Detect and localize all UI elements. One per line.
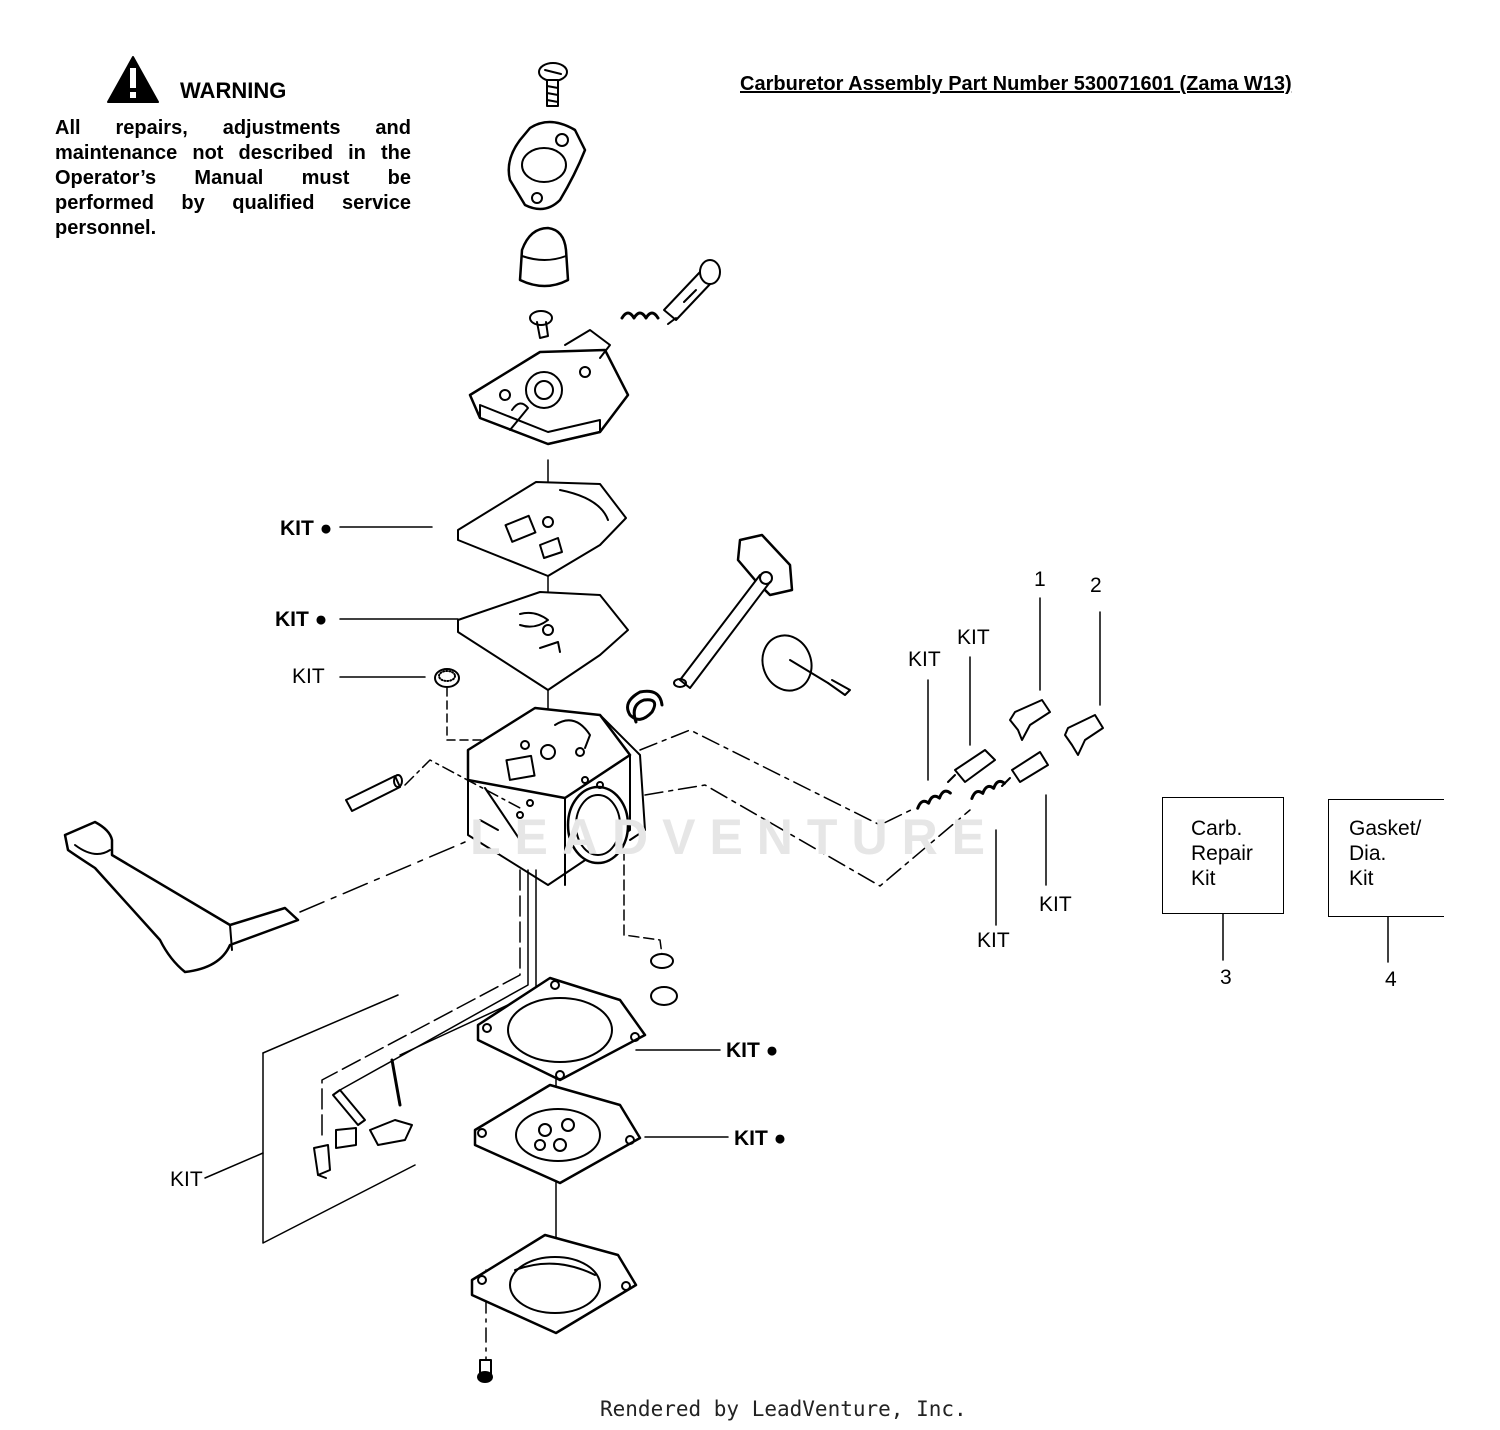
pump-diaphragm — [473, 1083, 642, 1185]
jet-axis-lines — [639, 729, 971, 887]
limiter-caps — [1009, 699, 1104, 756]
warning-title: WARNING — [180, 78, 287, 103]
choke-lever — [63, 820, 466, 974]
lower-jet-lines — [204, 849, 663, 1244]
fuel-screens — [650, 953, 678, 1006]
callout-3[interactable]: 3 — [1220, 966, 1232, 989]
kit-label-lower-jets[interactable]: KIT — [170, 1168, 203, 1191]
warning-triangle-icon — [107, 56, 159, 103]
metering-diaphragm — [457, 591, 629, 691]
gasket-kit-line-1: Gasket/ — [1349, 817, 1422, 840]
return-spring — [626, 689, 664, 724]
footer-credit: Rendered by LeadVenture, Inc. — [600, 1397, 967, 1421]
callout-2[interactable]: 2 — [1090, 574, 1102, 597]
carb-repair-kit-line-1: Carb. — [1191, 817, 1243, 840]
gasket-kit-line-2: Dia. — [1349, 842, 1387, 865]
watermark: LEADVENTURE — [470, 809, 1000, 865]
gasket-kit-line-3: Kit — [1349, 867, 1374, 890]
warning-text: All repairs, adjustments and maintenance… — [55, 117, 411, 239]
carburetor-body — [466, 706, 646, 886]
kit-label-needle-c[interactable]: KIT — [1039, 893, 1072, 916]
primer-flange — [507, 120, 587, 211]
gasket-dia-kit-box[interactable]: Gasket/ Dia. Kit — [1328, 799, 1444, 917]
carb-repair-kit-line-3: Kit — [1191, 867, 1216, 890]
carb-repair-kit-line-2: Repair — [1191, 842, 1253, 865]
callout-leaders — [927, 597, 1389, 963]
lower-jets — [313, 1058, 413, 1179]
kit-label-needle-d[interactable]: KIT — [977, 929, 1010, 952]
kit-label-needle-b[interactable]: KIT — [957, 626, 990, 649]
throttle-pin — [345, 759, 521, 812]
idle-adjust-screw — [620, 259, 721, 325]
callout-4[interactable]: 4 — [1385, 968, 1397, 991]
kit-label-metering-diaphragm[interactable]: KIT ● — [275, 608, 328, 631]
high-speed-needle — [916, 749, 1049, 810]
metering-cover — [468, 329, 630, 446]
top-screw — [538, 62, 568, 107]
primer-bulb — [518, 226, 570, 288]
cover-screw — [529, 310, 553, 339]
kit-label-metering-gasket[interactable]: KIT ● — [280, 517, 333, 540]
kit-label-inlet-screen[interactable]: KIT — [292, 665, 325, 688]
kit-label-pump-diaphragm[interactable]: KIT ● — [734, 1127, 787, 1150]
kit-label-pump-gasket[interactable]: KIT ● — [726, 1039, 779, 1062]
kit-label-needle-a[interactable]: KIT — [908, 648, 941, 671]
carb-repair-kit-box[interactable]: Carb. Repair Kit — [1162, 797, 1284, 914]
diagram-title: Carburetor Assembly Part Number 53007160… — [740, 73, 1292, 95]
callout-1[interactable]: 1 — [1034, 568, 1046, 591]
throttle-shaft — [673, 533, 851, 696]
pump-cover — [470, 1233, 638, 1335]
kit-leaders-left — [339, 526, 459, 678]
bottom-screw — [477, 1359, 493, 1383]
metering-gasket — [457, 481, 627, 577]
pump-gasket — [476, 976, 647, 1082]
